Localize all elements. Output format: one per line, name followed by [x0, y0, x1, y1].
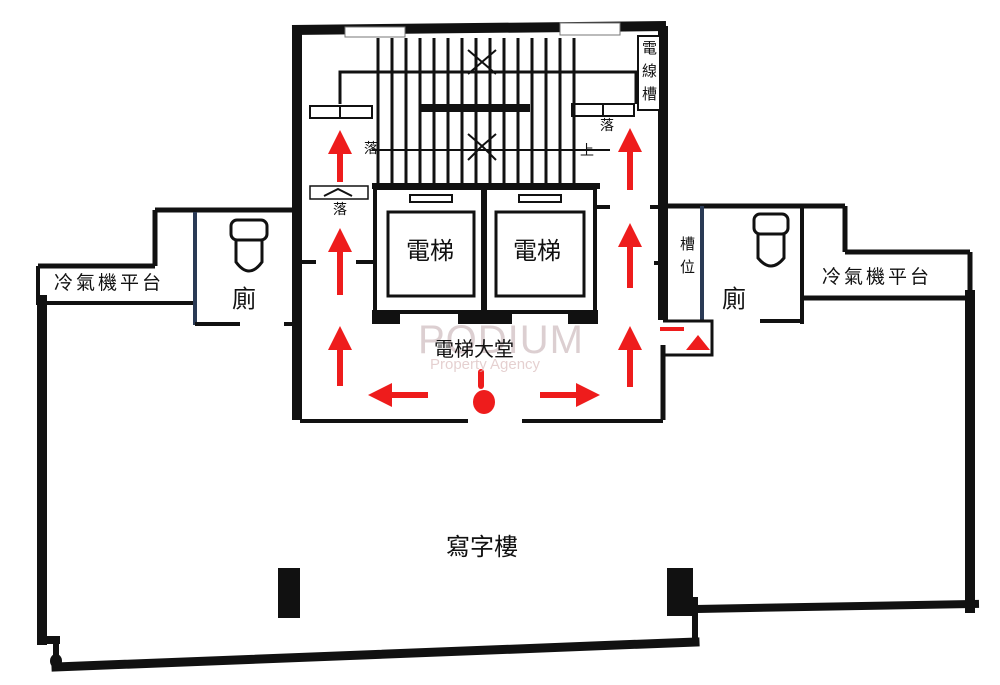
lift-door-1b [458, 310, 512, 324]
vent-left [309, 185, 369, 200]
column-right [667, 568, 693, 616]
office-walls [37, 290, 980, 672]
left-wing-walls [36, 207, 300, 326]
corner-dot [50, 654, 62, 668]
room-label-lift-1: 電梯 [406, 237, 454, 265]
pointing-hand-icon [473, 369, 495, 414]
lift-shafts [373, 186, 597, 314]
room-label-toilet-right: 廁 [722, 285, 746, 313]
room-label-cable-duct: 電線槽 [640, 40, 658, 109]
room-label-ac-platform-left: 冷氣機平台 [54, 272, 165, 294]
stair-label-down-left: 落 [364, 141, 378, 157]
stair-label-down-right: 落 [600, 118, 614, 134]
room-label-duct-position: 槽位 [678, 236, 696, 282]
lift-door-1a [372, 310, 400, 324]
stair-label-up-right: 上 [580, 143, 594, 159]
column-left [278, 568, 300, 618]
toilet-left-icon [229, 218, 269, 273]
room-label-toilet-left: 廁 [232, 285, 256, 313]
red-triangle-icon [686, 335, 710, 350]
toilet-right-icon [752, 212, 790, 268]
stair-label-down-left-lower: 落 [333, 202, 347, 218]
watermark-brand: PODIUM [418, 318, 584, 362]
room-label-ac-platform-right: 冷氣機平台 [822, 266, 933, 288]
lift-door-2b [568, 310, 598, 324]
window-top-left [344, 26, 406, 38]
window-top-right [559, 22, 621, 36]
right-wing-walls [663, 203, 973, 357]
room-label-lift-lobby: 電梯大堂 [434, 337, 514, 361]
staircase [309, 38, 638, 189]
room-label-office: 寫字樓 [446, 533, 518, 561]
watermark-tagline: Property Agency [430, 356, 541, 373]
cable-duct-box [637, 35, 661, 111]
flow-arrows [328, 128, 642, 407]
room-label-lift-2: 電梯 [513, 237, 561, 265]
